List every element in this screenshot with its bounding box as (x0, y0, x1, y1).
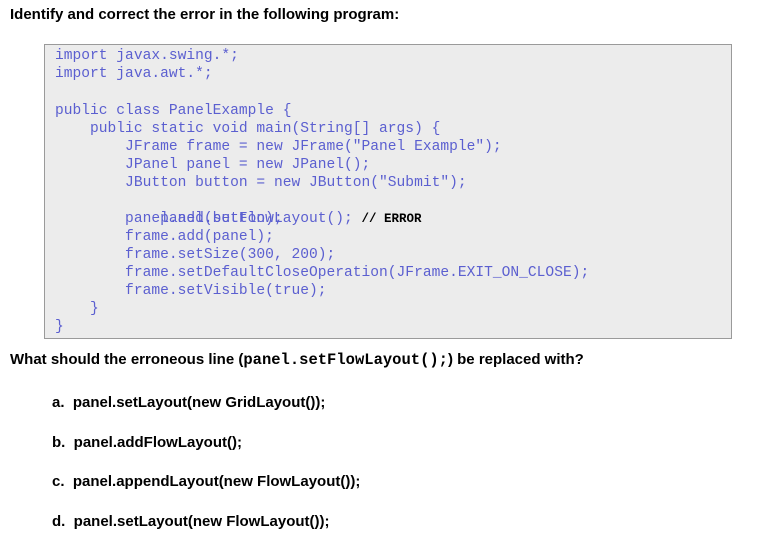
code-line-set-size: frame.setSize(300, 200); (55, 247, 336, 263)
code-erroneous-statement: panel.setFlowLayout(); (90, 211, 362, 227)
question-suffix: ) be replaced with? (447, 351, 584, 368)
code-line-main-close: } (55, 301, 99, 317)
code-line-jframe: JFrame frame = new JFrame("Panel Example… (55, 139, 502, 155)
option-a[interactable]: a. panel.setLayout(new GridLayout()); (52, 394, 326, 411)
code-line-set-visible: frame.setVisible(true); (55, 283, 327, 299)
code-line-jbutton: JButton button = new JButton("Submit"); (55, 175, 467, 191)
question-title: Identify and correct the error in the fo… (10, 6, 400, 23)
code-line-jpanel: JPanel panel = new JPanel(); (55, 157, 371, 173)
code-line-erroneous: panel.setFlowLayout(); // ERROR (55, 192, 421, 227)
code-line-frame-add: frame.add(panel); (55, 229, 274, 245)
code-line-main-decl: public static void main(String[] args) { (55, 121, 441, 137)
code-line-panel-add: panel.add(button); (55, 211, 283, 227)
option-d[interactable]: d. panel.setLayout(new FlowLayout()); (52, 513, 330, 530)
code-line-class-close: } (55, 319, 64, 335)
code-block: import javax.swing.*; import java.awt.*;… (44, 44, 732, 339)
question-text: What should the erroneous line (panel.se… (10, 350, 584, 370)
code-line-import-swing: import javax.swing.*; (55, 48, 239, 64)
code-line-class-decl: public class PanelExample { (55, 103, 292, 119)
code-line-import-awt: import java.awt.*; (55, 66, 213, 82)
option-b[interactable]: b. panel.addFlowLayout(); (52, 434, 242, 451)
error-comment: // ERROR (361, 212, 422, 226)
option-c[interactable]: c. panel.appendLayout(new FlowLayout()); (52, 473, 361, 490)
question-prefix: What should the erroneous line ( (10, 351, 244, 368)
code-line-close-op: frame.setDefaultCloseOperation(JFrame.EX… (55, 265, 590, 281)
question-code: panel.setFlowLayout(); (243, 351, 448, 369)
